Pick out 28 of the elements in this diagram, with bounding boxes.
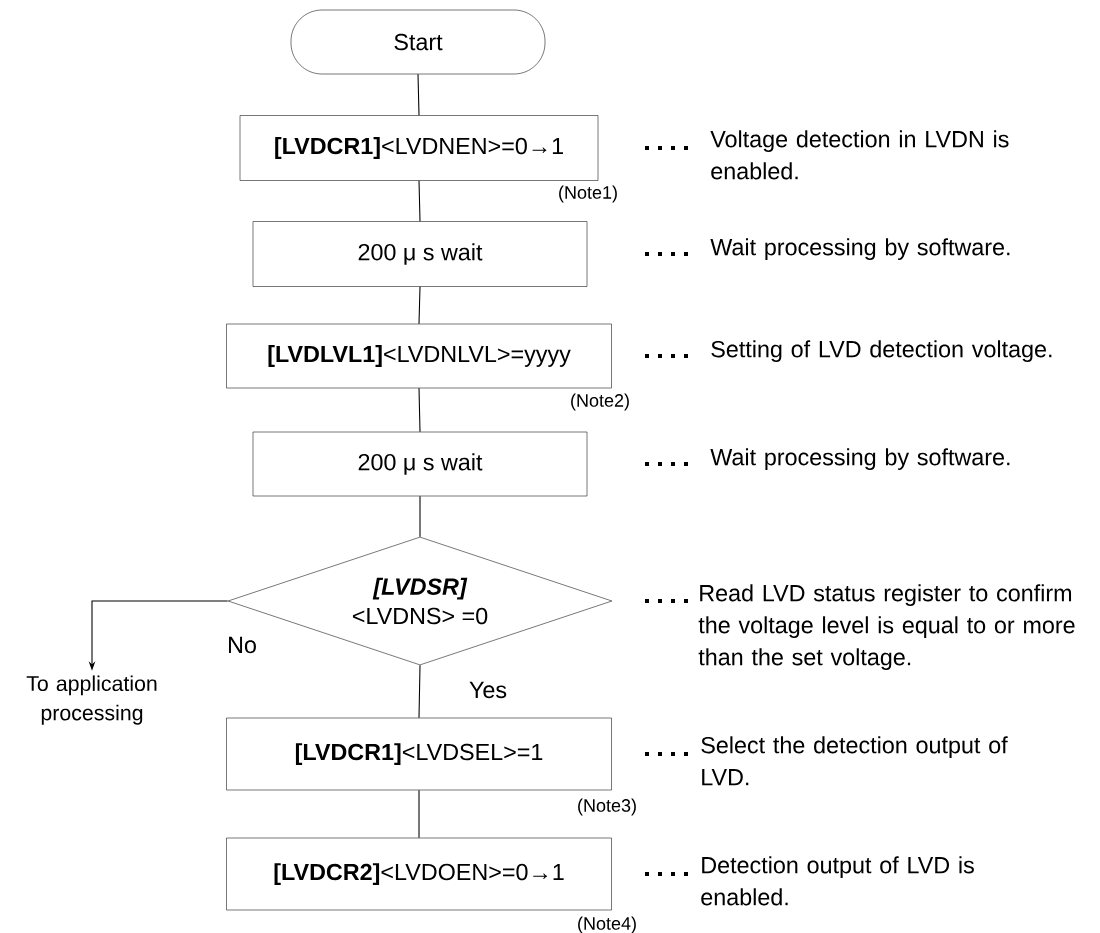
connector-line — [418, 387, 421, 433]
connector-line — [418, 180, 421, 222]
note-label: (Note2) — [571, 393, 629, 411]
description-text: Detection output of LVD is enabled. — [701, 856, 974, 906]
connector-line — [417, 73, 420, 116]
start-terminal: Start — [290, 9, 546, 75]
process-box: [LVDCR1]<LVDSEL>=1 — [226, 717, 612, 791]
note-label: (Note1) — [559, 185, 617, 203]
description-text: Setting of LVD detection voltage. — [711, 340, 1052, 363]
process-box: [LVDCR2]<LVDOEN>=0→1 — [226, 837, 612, 911]
process-box: [LVDLVL1]<LVDNLVL>=yyyy — [226, 323, 612, 389]
description-text: Select the detection output of LVD. — [701, 736, 1008, 786]
connector-line — [419, 495, 421, 538]
destination-text: To application processing — [26, 675, 157, 725]
edge-label: Yes — [467, 680, 509, 700]
description-text: Voltage detection in LVDN is enabled. — [710, 130, 1009, 180]
description-text: Read LVD status register to confirm the voltage level is equal to or more than the set voltage. — [698, 584, 1075, 671]
description-text: Wait processing by software. — [710, 238, 1010, 261]
connector-line — [418, 664, 421, 719]
connector-line — [418, 286, 421, 325]
process-box: 200 μ s wait — [252, 221, 588, 287]
process-box: [LVDCR1]<LVDNEN>=0→1 — [239, 115, 599, 181]
process-box: 200 μ s wait — [252, 431, 588, 497]
edge-label: No — [225, 635, 259, 655]
connector-line — [418, 789, 420, 839]
note-label: (Note3) — [578, 798, 636, 816]
description-text: Wait processing by software. — [710, 448, 1010, 471]
note-label: (Note4) — [578, 916, 636, 933]
